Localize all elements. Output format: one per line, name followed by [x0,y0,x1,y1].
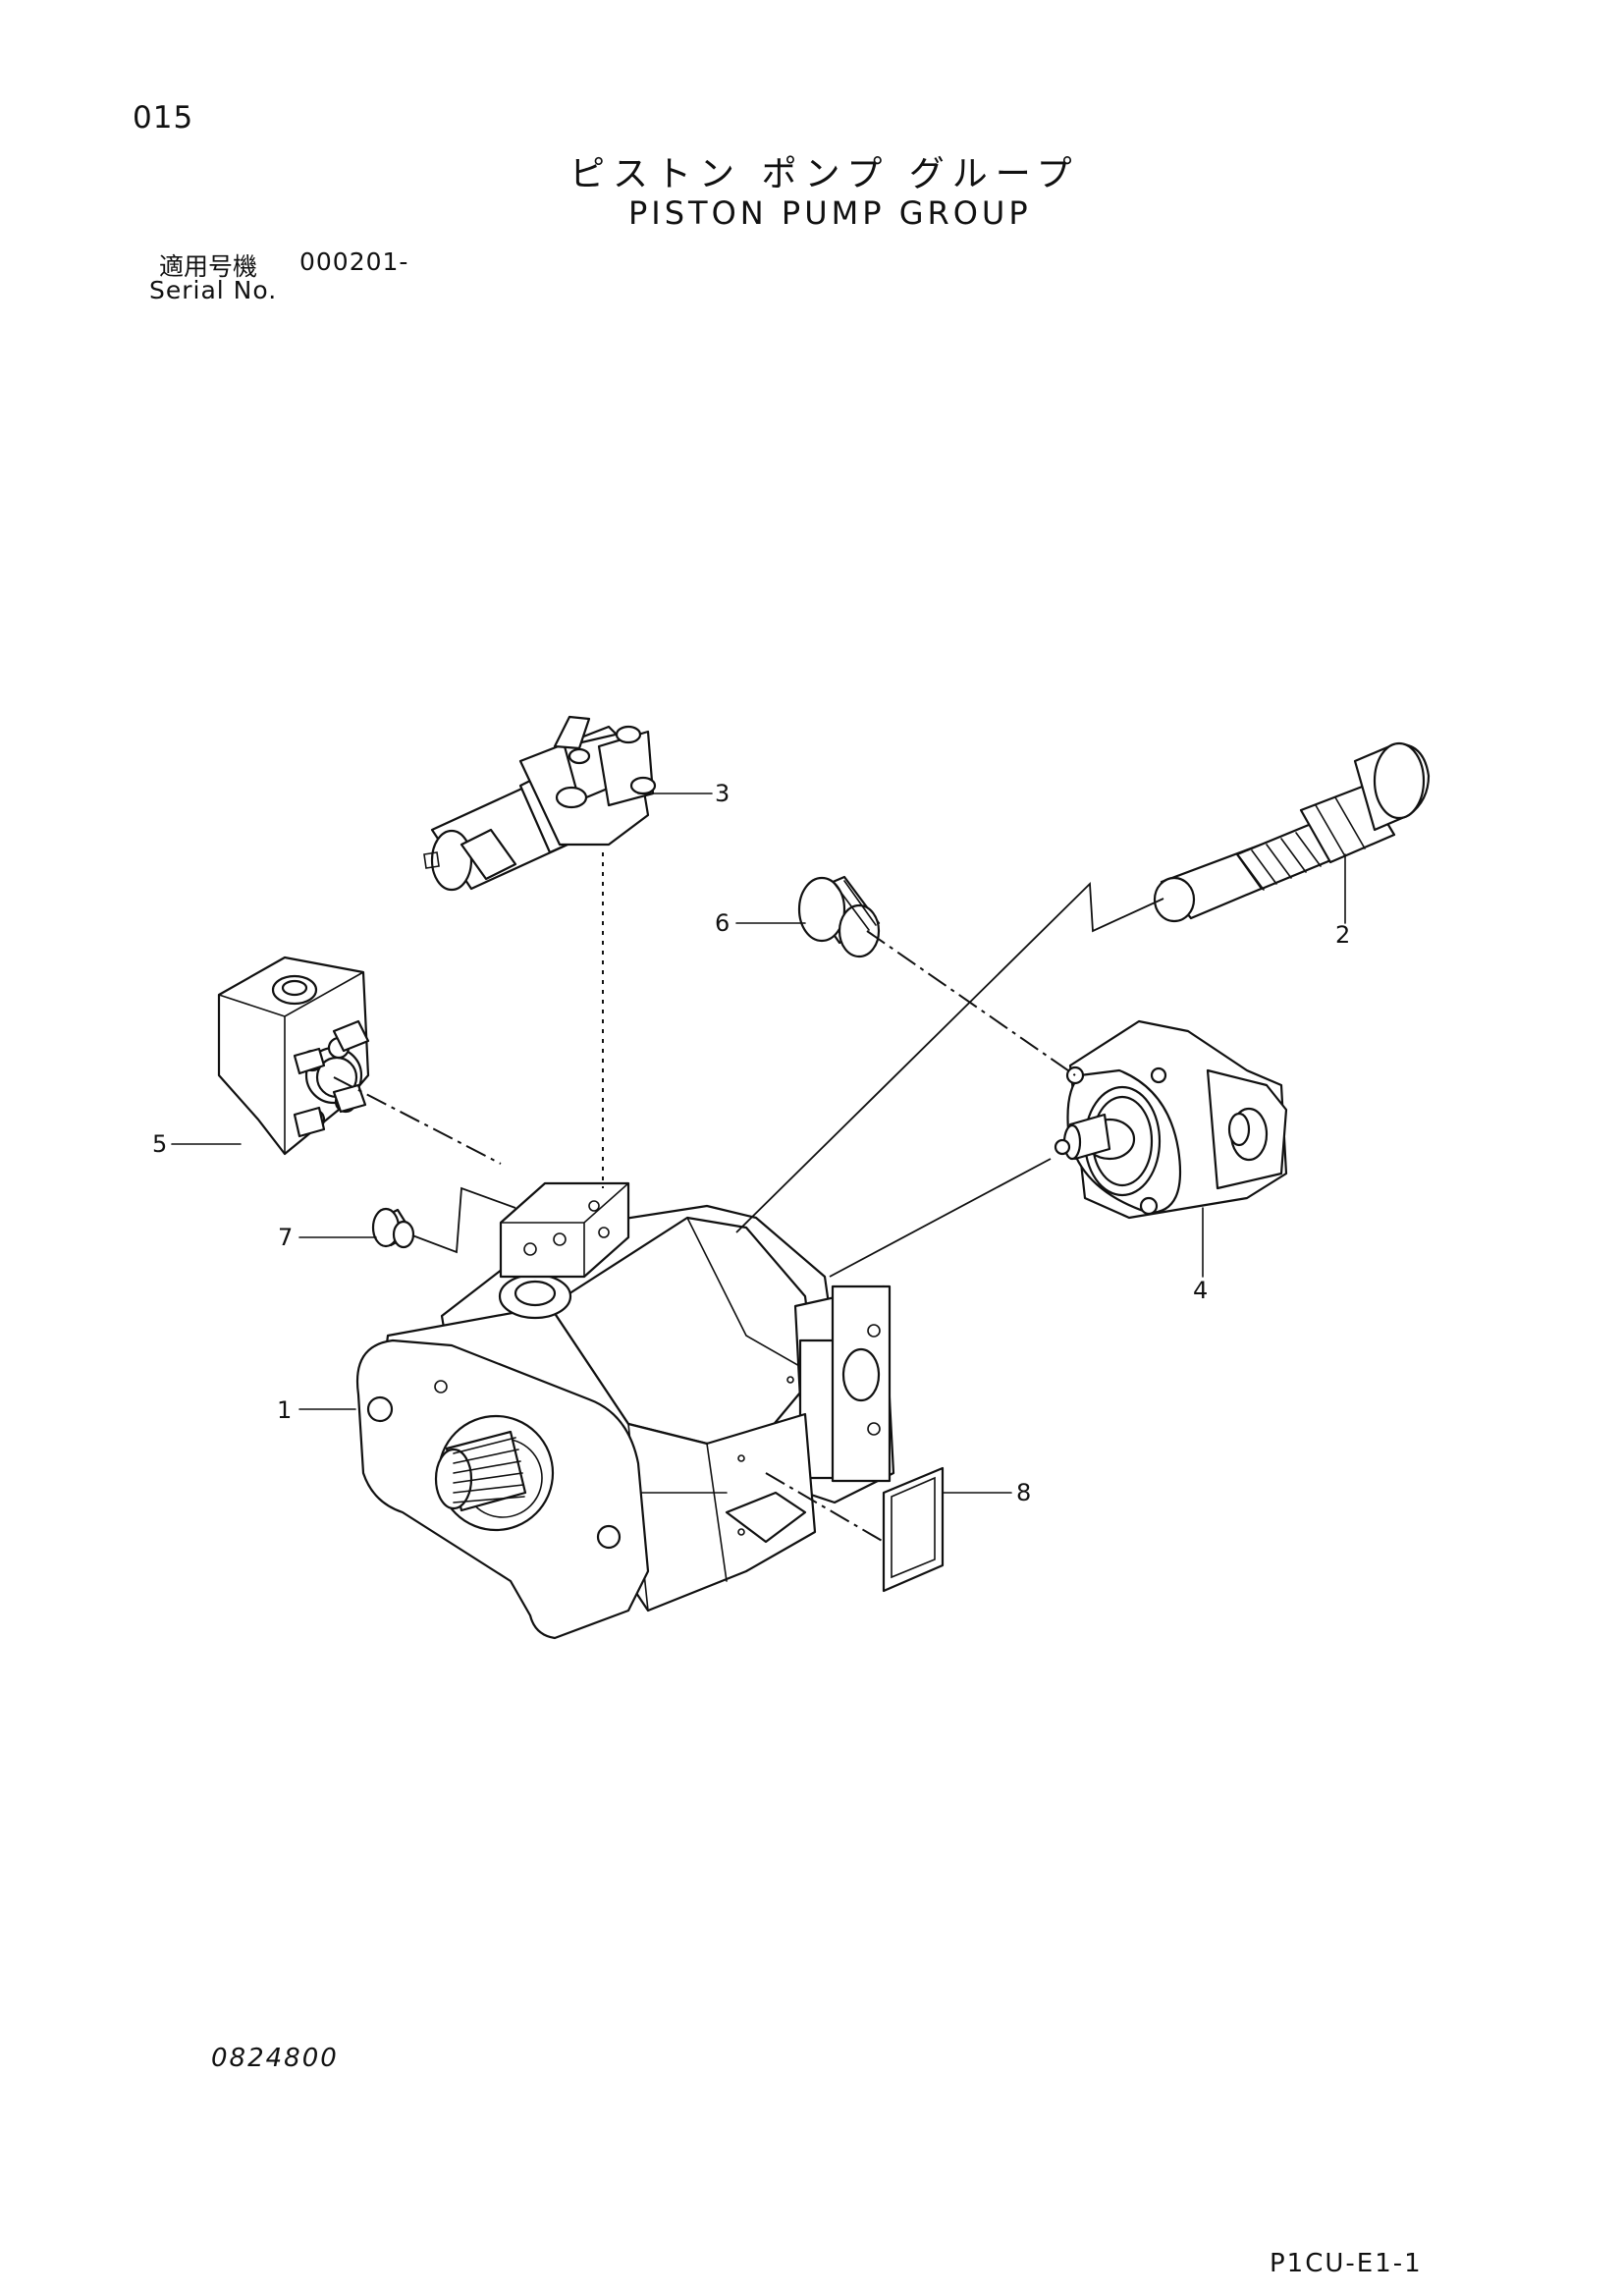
page-number: 015 [133,100,194,136]
part-5-valve-block [217,956,370,1156]
serial-label-english: Serial No. [149,276,278,304]
callout-label-7: 7 [278,1224,293,1251]
serial-label-japanese: 適用号機 [159,252,258,281]
callout-label-5: 5 [152,1130,167,1158]
callout-label-1: 1 [277,1396,292,1424]
assembly-guide-lines [333,852,1164,1543]
part-3-regulator-valve [423,715,657,892]
title-english: PISTON PUMP GROUP [628,194,1032,232]
part-6-plug [797,875,881,958]
part-7-plug [371,1207,415,1249]
part-2-cartridge-valve [1153,741,1431,923]
part-4-gear-pump [1054,1019,1288,1220]
callout-label-6: 6 [715,909,730,937]
callout-leaders [171,793,1346,1494]
callout-label-4: 4 [1193,1277,1208,1304]
drawing-code: 0824800 [211,2044,339,2073]
callout-label-8: 8 [1016,1479,1031,1506]
sheet-code: P1CU-E1-1 [1270,2249,1423,2278]
part-1-pump-body [355,1181,895,1640]
title-japanese: ピストン ポンプ グループ [569,154,1080,194]
callout-label-3: 3 [715,780,730,807]
callout-label-2: 2 [1335,921,1350,949]
serial-value: 000201- [299,247,409,276]
part-8-name-plate [882,1466,945,1593]
